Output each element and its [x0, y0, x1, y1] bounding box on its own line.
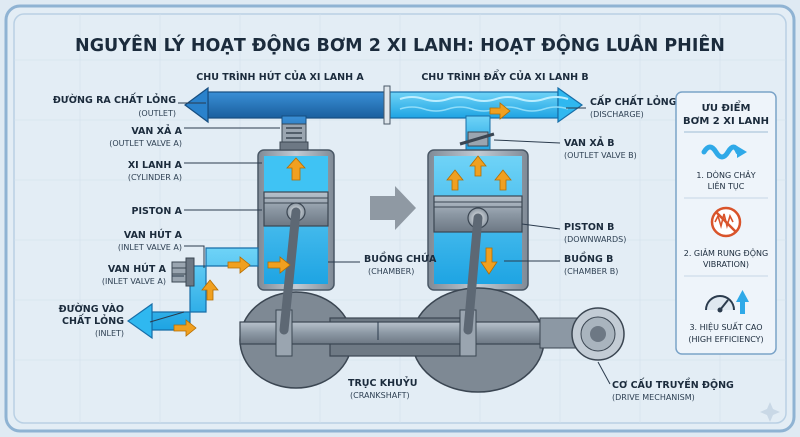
panel-title-1: ƯU ĐIỂM: [702, 99, 751, 114]
svg-text:(INLET VALVE A): (INLET VALVE A): [118, 243, 182, 252]
svg-text:(DOWNWARDS): (DOWNWARDS): [564, 235, 626, 244]
svg-text:VIBRATION): VIBRATION): [703, 260, 749, 269]
svg-text:(CHAMBER): (CHAMBER): [368, 267, 414, 276]
svg-text:(INLET VALVE A): (INLET VALVE A): [102, 277, 166, 286]
label-outlet-valve-a: VAN XẢ A (OUTLET VALVE A): [109, 125, 182, 148]
svg-text:3. HIỆU SUẤT CAO: 3. HIỆU SUẤT CAO: [689, 321, 762, 333]
wave-icon: [701, 144, 741, 160]
label-drive-mechanism: CƠ CẤU TRUYỀN ĐỘNG (DRIVE MECHANISM): [612, 378, 734, 402]
svg-text:BUỒNG CHỨA: BUỒNG CHỨA: [364, 252, 437, 265]
label-inlet-valve-a-1: VAN HÚT A (INLET VALVE A): [118, 229, 183, 252]
caption-cycle-b: CHU TRÌNH ĐẨY CỦA XI LANH B: [421, 70, 588, 83]
drive-mechanism: [571, 307, 625, 361]
svg-text:BUỒNG B: BUỒNG B: [564, 252, 613, 265]
svg-text:PISTON B: PISTON B: [564, 222, 614, 233]
outlet-pipe: [183, 85, 584, 125]
svg-text:VAN XẢ B: VAN XẢ B: [564, 137, 615, 149]
svg-text:CẤP CHẤT LỎNG: CẤP CHẤT LỎNG: [590, 95, 677, 108]
svg-text:2. GIẢM RUNG ĐỘNG: 2. GIẢM RUNG ĐỘNG: [684, 247, 768, 258]
label-outlet-valve-b: VAN XẢ B (OUTLET VALVE B): [564, 137, 637, 160]
svg-text:VAN HÚT A: VAN HÚT A: [124, 229, 183, 241]
panel-title-2: BƠM 2 XI LANH: [683, 116, 769, 127]
advantage-item-2: 2. GIẢM RUNG ĐỘNG VIBRATION): [684, 206, 768, 269]
svg-text:(DISCHARGE): (DISCHARGE): [590, 110, 644, 119]
gauge-icon: [705, 290, 749, 314]
sparkle-icon: [760, 402, 780, 422]
crankshaft: [239, 207, 579, 357]
caption-cycle-a: CHU TRÌNH HÚT CỦA XI LANH A: [196, 70, 364, 83]
label-chamber: BUỒNG CHỨA (CHAMBER): [364, 252, 437, 276]
no-vibration-icon: [710, 206, 742, 238]
page-title: NGUYÊN LÝ HOẠT ĐỘNG BƠM 2 XI LANH: HOẠT …: [75, 34, 725, 56]
svg-text:VAN HÚT A: VAN HÚT A: [108, 263, 167, 275]
svg-text:(INLET): (INLET): [95, 329, 124, 338]
label-outlet: ĐƯỜNG RA CHẤT LỎNG (OUTLET): [53, 93, 176, 118]
flow-arrows: [173, 102, 512, 337]
label-discharge: CẤP CHẤT LỎNG (DISCHARGE): [590, 95, 677, 119]
label-inlet-valve-a-2: VAN HÚT A (INLET VALVE A): [102, 263, 167, 286]
svg-text:(HIGH EFFICIENCY): (HIGH EFFICIENCY): [688, 335, 763, 344]
label-cylinder-a: XI LANH A (CYLINDER A): [128, 160, 183, 182]
advantage-item-1: 1. DÒNG CHẢY LIÊN TỤC: [696, 144, 756, 191]
svg-text:(DRIVE MECHANISM): (DRIVE MECHANISM): [612, 393, 695, 402]
inlet-valve-a: [171, 257, 195, 287]
label-crankshaft: TRỤC KHUỶU (CRANKSHAFT): [348, 377, 417, 400]
label-inlet: ĐƯỜNG VÀO CHẤT LỎNG (INLET): [59, 303, 125, 338]
svg-text:(OUTLET VALVE A): (OUTLET VALVE A): [109, 139, 182, 148]
svg-text:1. DÒNG CHẢY: 1. DÒNG CHẢY: [696, 169, 755, 180]
svg-text:LIÊN TỤC: LIÊN TỤC: [708, 180, 745, 191]
svg-text:XI LANH A: XI LANH A: [128, 160, 183, 171]
label-chamber-b: BUỒNG B (CHAMBER B): [564, 252, 618, 276]
svg-text:(CHAMBER B): (CHAMBER B): [564, 267, 618, 276]
svg-text:TRỤC KHUỶU: TRỤC KHUỶU: [348, 377, 417, 389]
svg-text:VAN XẢ A: VAN XẢ A: [131, 125, 182, 137]
label-piston-b: PISTON B (DOWNWARDS): [564, 222, 626, 244]
svg-text:CƠ CẤU TRUYỀN ĐỘNG: CƠ CẤU TRUYỀN ĐỘNG: [612, 378, 734, 391]
svg-text:(OUTLET VALVE B): (OUTLET VALVE B): [564, 151, 637, 160]
svg-text:ĐƯỜNG RA CHẤT LỎNG: ĐƯỜNG RA CHẤT LỎNG: [53, 93, 176, 106]
svg-text:(CRANKSHAFT): (CRANKSHAFT): [350, 391, 410, 400]
svg-text:CHẤT LỎNG: CHẤT LỎNG: [62, 314, 124, 327]
svg-text:ĐƯỜNG VÀO: ĐƯỜNG VÀO: [59, 303, 124, 315]
transition-arrow: [370, 186, 416, 230]
advantages-panel: ƯU ĐIỂM BƠM 2 XI LANH 1. DÒNG CHẢY LIÊN …: [675, 91, 777, 355]
svg-text:(CYLINDER A): (CYLINDER A): [128, 173, 182, 182]
outlet-valve-a: [279, 123, 309, 151]
svg-text:PISTON A: PISTON A: [131, 206, 182, 217]
label-piston-a: PISTON A: [131, 206, 182, 217]
outlet-valve-b: [459, 131, 495, 147]
svg-text:(OUTLET): (OUTLET): [138, 109, 176, 118]
advantage-item-3: 3. HIỆU SUẤT CAO (HIGH EFFICIENCY): [688, 290, 764, 344]
